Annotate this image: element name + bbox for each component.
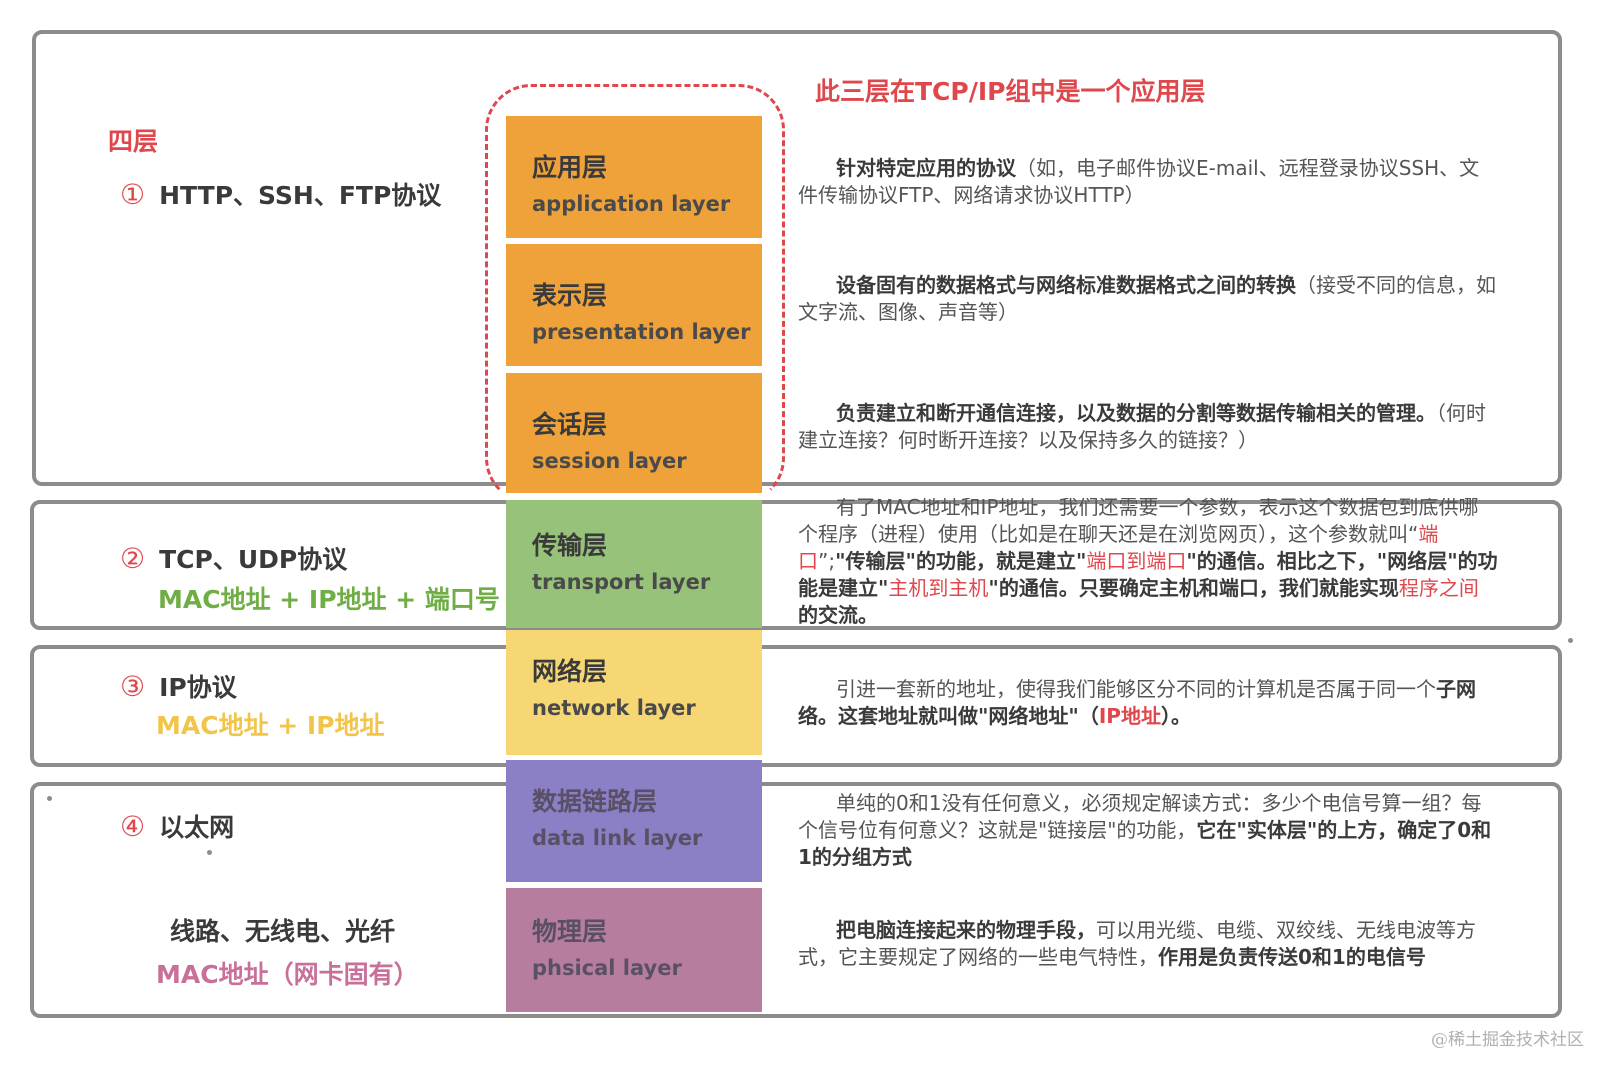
- desc-bold: 它在"实体层"的上方，确定了0和1的分组方式: [798, 818, 1492, 869]
- dot-marker: [1568, 638, 1573, 643]
- layer-data-link: 数据链路层 data link layer: [506, 760, 762, 882]
- desc-text: ”;: [818, 549, 836, 573]
- app-layer-note: 此三层在TCP/IP组中是一个应用层: [815, 77, 1206, 106]
- layer-application: 应用层 application layer: [506, 116, 762, 238]
- layer-zh-label: 表示层: [532, 281, 608, 310]
- layer-en-label: application layer: [532, 192, 731, 216]
- layer-zh-label: 应用层: [532, 153, 608, 182]
- desc-session: 负责建立和断开通信连接，以及数据的分割等数据传输相关的管理。（何时建立连接？何时…: [798, 400, 1498, 454]
- layer-zh-label: 网络层: [532, 657, 608, 686]
- desc-transport: 有了MAC地址和IP地址，我们还需要一个参数，表示这个数据包到底供哪个程序（进程…: [798, 498, 1498, 624]
- desc-highlight: IP地址: [1098, 704, 1161, 728]
- dot-marker: [47, 796, 52, 801]
- layer-presentation: 表示层 presentation layer: [506, 244, 762, 366]
- layer-physical: 物理层 phsical layer: [506, 888, 762, 1012]
- desc-bold: 负责建立和断开通信连接，以及数据的分割等数据传输相关的管理。: [836, 401, 1436, 425]
- layer-en-label: session layer: [532, 449, 687, 473]
- group-protocol: IP协议: [159, 673, 237, 702]
- dot-marker: [207, 850, 212, 855]
- desc-text: （接受不同的信息，如文字流、图像、声音等）: [798, 273, 1496, 324]
- layer-zh-label: 传输层: [532, 531, 608, 560]
- group-number: ①: [120, 178, 146, 211]
- group-protocol: HTTP、SSH、FTP协议: [159, 181, 442, 210]
- group-box-network: [30, 645, 1562, 767]
- desc-bold: "的通信。相比之下，"网络层"的功能是建立": [798, 549, 1498, 600]
- desc-text: 可以用光缆、电缆、双绞线、无线电波等方式，它主要规定了网络的一些电气特性，: [798, 918, 1476, 969]
- group-box-transport: [30, 500, 1562, 630]
- desc-bold: 子网络。这套地址就叫做"网络地址"（: [798, 677, 1476, 728]
- group-box-application: [32, 30, 1562, 486]
- desc-text: 引进一套新的地址，使得我们能够区分不同的计算机是否属于同一个: [836, 677, 1436, 701]
- group-number: ②: [120, 542, 146, 575]
- layer-zh-label: 物理层: [532, 917, 608, 946]
- group-box-link-physical: [30, 782, 1562, 1018]
- desc-text: 单纯的0和1没有任何意义，必须规定解读方式：多少个电信号算一组？每个信号位有何意…: [798, 791, 1482, 842]
- four-layers-title: 四层: [108, 127, 159, 156]
- desc-text: （何时建立连接？何时断开连接？以及保持多久的链接？）: [798, 401, 1486, 452]
- desc-bold: 设备固有的数据格式与网络标准数据格式之间的转换: [836, 273, 1296, 297]
- desc-highlight: 端口: [798, 522, 1439, 573]
- layer-en-label: data link layer: [532, 826, 703, 850]
- desc-bold: 把电脑连接起来的物理手段，: [836, 918, 1096, 942]
- group-4-address: MAC地址（网卡固有）: [156, 960, 419, 989]
- layer-network: 网络层 network layer: [506, 630, 762, 755]
- group-1-label: ① HTTP、SSH、FTP协议: [120, 176, 441, 212]
- desc-bold: 的交流。: [798, 603, 878, 624]
- group-2-label: ② TCP、UDP协议: [120, 540, 347, 576]
- desc-bold: 针对特定应用的协议: [836, 156, 1016, 180]
- desc-highlight: 程序之间: [1398, 576, 1479, 600]
- desc-presentation: 设备固有的数据格式与网络标准数据格式之间的转换（接受不同的信息，如文字流、图像、…: [798, 272, 1498, 326]
- desc-transport-clip: 有了MAC地址和IP地址，我们还需要一个参数，表示这个数据包到底供哪个程序（进程…: [798, 498, 1498, 624]
- layer-en-label: transport layer: [532, 570, 711, 594]
- desc-bold: "传输层"的功能，就是建立": [835, 549, 1087, 573]
- layer-en-label: network layer: [532, 696, 696, 720]
- application-group-dashed-outline: [485, 84, 785, 504]
- desc-physical: 把电脑连接起来的物理手段，可以用光缆、电缆、双绞线、无线电波等方式，它主要规定了…: [798, 917, 1498, 971]
- group-4-media: 线路、无线电、光纤: [170, 917, 396, 946]
- desc-bold: "的通信。只要确定主机和端口，我们就能实现: [988, 576, 1399, 600]
- group-number: ④: [120, 810, 146, 843]
- layer-session: 会话层 session layer: [506, 373, 762, 493]
- desc-highlight: 主机到主机: [888, 576, 989, 600]
- group-4-label: ④ 以太网: [120, 808, 234, 844]
- group-protocol: TCP、UDP协议: [159, 545, 348, 574]
- layer-transport: 传输层 transport layer: [506, 500, 762, 628]
- group-protocol: 以太网: [159, 813, 235, 842]
- desc-text: （如，电子邮件协议E-mail、远程登录协议SSH、文件传输协议FTP、网络请求…: [798, 156, 1480, 207]
- desc-text: 有了MAC地址和IP地址，我们还需要一个参数，表示这个数据包到底供哪个程序（进程…: [798, 498, 1479, 546]
- group-2-address: MAC地址 + IP地址 + 端口号: [158, 585, 500, 614]
- desc-data-link: 单纯的0和1没有任何意义，必须规定解读方式：多少个电信号算一组？每个信号位有何意…: [798, 790, 1498, 871]
- desc-network: 引进一套新的地址，使得我们能够区分不同的计算机是否属于同一个子网络。这套地址就叫…: [798, 676, 1498, 730]
- layer-zh-label: 数据链路层: [532, 787, 658, 816]
- group-3-address: MAC地址 + IP地址: [156, 711, 385, 740]
- desc-bold: ）。: [1160, 704, 1191, 728]
- desc-bold: 作用是负责传送0和1的电信号: [1158, 945, 1426, 969]
- layer-en-label: phsical layer: [532, 956, 682, 980]
- desc-highlight: 端口到端口: [1086, 549, 1187, 573]
- group-number: ③: [120, 670, 146, 703]
- desc-application: 针对特定应用的协议（如，电子邮件协议E-mail、远程登录协议SSH、文件传输协…: [798, 155, 1498, 209]
- layer-zh-label: 会话层: [532, 410, 608, 439]
- group-3-label: ③ IP协议: [120, 668, 237, 704]
- watermark: @稀土掘金技术社区: [1431, 1030, 1584, 1050]
- layer-en-label: presentation layer: [532, 320, 751, 344]
